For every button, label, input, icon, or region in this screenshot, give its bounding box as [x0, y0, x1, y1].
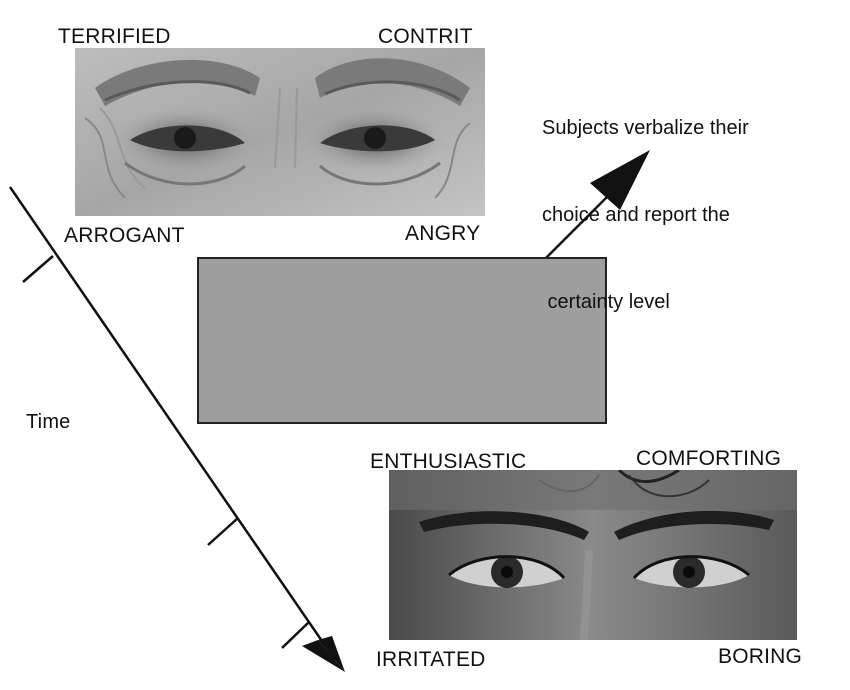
trial1-label-top-right: CONTRIT: [378, 25, 473, 48]
response-note-line-1: Subjects verbalize their: [542, 117, 749, 139]
trial1-label-top-left: TERRIFIED: [58, 25, 171, 48]
time-axis: [8, 186, 337, 661]
trial1-label-bottom-left: ARROGANT: [64, 224, 185, 247]
trial2-label-top-right: COMFORTING: [636, 447, 782, 470]
trial1-label-bottom-right: ANGRY: [405, 222, 481, 245]
response-note-line-2: choice and report the: [542, 204, 730, 226]
time-tick-2: [207, 517, 239, 546]
time-label: Time: [26, 411, 71, 433]
mask-rectangle: [197, 257, 607, 424]
response-arrow-head: [590, 150, 650, 210]
eyes-photo-1: [75, 48, 485, 216]
response-note-line-3: certainty level: [542, 291, 670, 313]
response-note: Subjects verbalize their choice and repo…: [542, 56, 749, 375]
time-arrow-head: [318, 636, 345, 672]
eyes-photo-2: [389, 470, 797, 640]
trial2-label-bottom-right: BORING: [718, 645, 803, 668]
trial2-label-bottom-left: IRRITATED: [376, 648, 486, 671]
trial2-label-top-left: ENTHUSIASTIC: [370, 450, 527, 473]
time-tick-3: [281, 621, 310, 649]
time-tick-1: [22, 255, 54, 283]
